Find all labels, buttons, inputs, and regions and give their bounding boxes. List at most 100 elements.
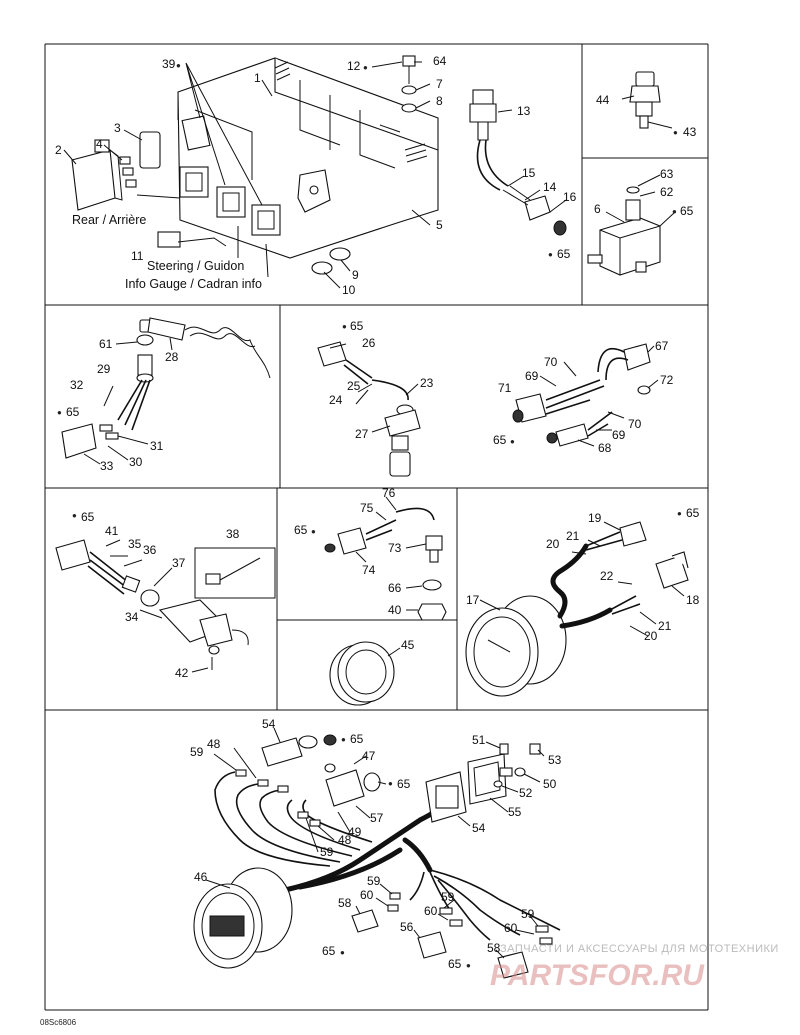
callout-72: 72 xyxy=(660,373,674,387)
callout-14: 14 xyxy=(543,180,557,194)
callout-37: 37 xyxy=(172,556,186,570)
callout-13: 13 xyxy=(517,104,531,118)
callout-10: 10 xyxy=(342,283,356,297)
callout-71: 71 xyxy=(498,381,512,395)
panel-frame xyxy=(44,43,709,1011)
callout-9: 9 xyxy=(352,268,359,282)
callout-15: 15 xyxy=(522,166,536,180)
callout-41: 41 xyxy=(105,524,119,538)
callout-17: 17 xyxy=(466,593,480,607)
callout-24: 24 xyxy=(329,393,343,407)
callout-25: 25 xyxy=(347,379,361,393)
callout-47: 47 xyxy=(362,749,376,763)
watermark-text: ЗАПЧАСТИ И АКСЕССУАРЫ ДЛЯ МОТОТЕХНИКИ xyxy=(500,943,779,955)
callout-23: 23 xyxy=(420,376,434,390)
callout-38: 38 xyxy=(226,527,240,541)
callout-64: 64 xyxy=(433,54,447,68)
callout-58: 58 xyxy=(487,941,501,955)
sealant-icon: ● xyxy=(342,322,347,331)
caption-steering: Steering / Guidon xyxy=(147,259,244,273)
callout-21: 21 xyxy=(566,529,580,543)
callout-54: 54 xyxy=(472,821,486,835)
callout-29: 29 xyxy=(97,362,111,376)
ring-45 xyxy=(329,641,401,706)
callout-6: 6 xyxy=(594,202,601,216)
callout-5: 5 xyxy=(436,218,443,232)
callout-54: 54 xyxy=(262,717,276,731)
callout-46: 46 xyxy=(194,870,208,884)
callout-67: 67 xyxy=(655,339,669,353)
sensor-29-assembly xyxy=(61,317,271,465)
callout-39: 39 xyxy=(162,57,176,71)
callout-62: 62 xyxy=(660,185,674,199)
module-housing xyxy=(177,55,439,275)
callout-58: 58 xyxy=(338,896,352,910)
callout-16: 16 xyxy=(563,190,577,204)
callout-69: 69 xyxy=(525,369,539,383)
sealant-icon: ● xyxy=(72,511,77,520)
sensor-73-assembly xyxy=(324,496,447,621)
callout-59: 59 xyxy=(441,890,455,904)
figure-ref-code: 08Sc6806 xyxy=(40,1018,77,1027)
callout-73: 73 xyxy=(388,541,402,555)
callout-76: 76 xyxy=(382,486,396,500)
watermark-brand: PARTSFOR.RU xyxy=(490,959,705,992)
sealant-icon: ● xyxy=(672,207,677,216)
callout-50: 50 xyxy=(543,777,557,791)
callout-60: 60 xyxy=(360,888,374,902)
callout-48: 48 xyxy=(338,833,352,847)
callout-65: 65 xyxy=(294,523,308,537)
callout-35: 35 xyxy=(128,537,142,551)
callout-49: 49 xyxy=(348,825,362,839)
callout-59: 59 xyxy=(320,845,334,859)
callout-63: 63 xyxy=(660,167,674,181)
sealant-icon: ● xyxy=(176,61,181,70)
callout-3: 3 xyxy=(114,121,121,135)
sealant-icon: ● xyxy=(388,779,393,788)
sealant-icon: ● xyxy=(673,128,678,137)
callout-19: 19 xyxy=(588,511,602,525)
callout-65: 65 xyxy=(448,957,462,971)
callout-65: 65 xyxy=(350,319,364,333)
callout-65: 65 xyxy=(680,204,694,218)
callout-7: 7 xyxy=(436,77,443,91)
callout-44: 44 xyxy=(596,93,610,107)
callout-32: 32 xyxy=(70,378,84,392)
callout-34: 34 xyxy=(125,610,139,624)
callout-18: 18 xyxy=(686,593,700,607)
sealant-icon: ● xyxy=(510,437,515,446)
callout-70: 70 xyxy=(628,417,642,431)
callout-22: 22 xyxy=(600,569,614,583)
sealant-icon: ● xyxy=(340,948,345,957)
callout-20: 20 xyxy=(644,629,658,643)
callout-48: 48 xyxy=(207,737,221,751)
callout-74: 74 xyxy=(362,563,376,577)
callout-28: 28 xyxy=(165,350,179,364)
callout-65: 65 xyxy=(686,506,700,520)
callout-65: 65 xyxy=(322,944,336,958)
sealant-icon: ● xyxy=(466,961,471,970)
callout-31: 31 xyxy=(150,439,164,453)
callout-52: 52 xyxy=(519,786,533,800)
callout-1: 1 xyxy=(254,71,261,85)
switch-34-assembly xyxy=(55,539,276,673)
callout-27: 27 xyxy=(355,427,369,441)
callout-60: 60 xyxy=(424,904,438,918)
sensor-44 xyxy=(621,71,673,129)
callout-30: 30 xyxy=(129,455,143,469)
callout-36: 36 xyxy=(143,543,157,557)
callout-43: 43 xyxy=(683,125,697,139)
callout-4: 4 xyxy=(96,137,103,151)
leaders-p1 xyxy=(63,61,431,289)
callout-65: 65 xyxy=(557,247,571,261)
callout-61: 61 xyxy=(99,337,113,351)
callout-65: 65 xyxy=(350,732,364,746)
sealant-icon: ● xyxy=(341,735,346,744)
sealant-icon: ● xyxy=(363,63,368,72)
callout-65: 65 xyxy=(397,777,411,791)
caption-info-gauge: Info Gauge / Cadran info xyxy=(125,277,262,291)
sensor-13-assembly xyxy=(469,89,567,236)
callout-70: 70 xyxy=(544,355,558,369)
gauge-17-assembly xyxy=(465,521,689,697)
